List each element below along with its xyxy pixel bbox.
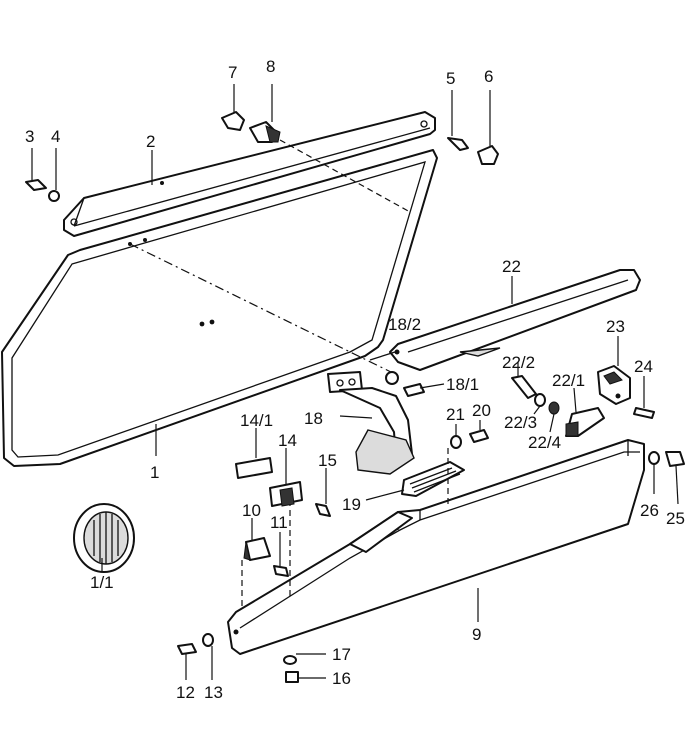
callout-19: 19: [342, 495, 361, 514]
part-8-clip: [249, 84, 281, 143]
callout-8: 8: [266, 57, 275, 76]
callout-1-1: 1/1: [90, 573, 114, 592]
callout-5: 5: [446, 69, 455, 88]
callout-22-4: 22/4: [528, 433, 561, 452]
callout-9: 9: [472, 625, 481, 644]
callout-18-1: 18/1: [446, 375, 479, 394]
callout-16: 16: [332, 669, 351, 688]
part-11-screw: [273, 532, 289, 577]
part-24-screw: [633, 376, 655, 419]
part-22-3-washer: [533, 393, 546, 415]
part-22-2-bolt: [511, 362, 537, 399]
part-6-cap: [477, 90, 499, 165]
callout-18-2: 18/2: [388, 315, 421, 334]
callout-17: 17: [332, 645, 351, 664]
leader-18: [339, 415, 373, 419]
callout-11: 11: [270, 513, 288, 532]
part-15-screw: [315, 468, 331, 517]
part-4-washer: [48, 148, 60, 202]
callout-13: 13: [204, 683, 223, 702]
centerline-panel-to-bracket: [129, 243, 396, 375]
callout-2: 2: [146, 132, 155, 151]
part-14-handle: [269, 448, 303, 507]
part-12-screw: [177, 643, 197, 680]
callout-20: 20: [472, 401, 491, 420]
callout-15: 15: [318, 451, 337, 470]
callout-22-3: 22/3: [504, 413, 537, 432]
part-14-1-plate: [235, 428, 273, 479]
dashed-line-clip: [279, 139, 411, 213]
part-16-screw: [285, 671, 326, 683]
part-22-1-block: [565, 387, 605, 437]
part-23-latch: [597, 336, 631, 405]
part-9-armrest-body: [227, 439, 645, 655]
part-21-washer: [450, 424, 462, 449]
part-25-screw: [665, 451, 685, 505]
callout-25: 25: [666, 509, 685, 528]
callout-6: 6: [484, 67, 493, 86]
callout-4: 4: [51, 127, 60, 146]
part-22-4-nut: [548, 401, 560, 433]
callout-22-2: 22/2: [502, 353, 535, 372]
callout-12: 12: [176, 683, 195, 702]
callout-14-1: 14/1: [240, 411, 273, 430]
part-18-bracket: [327, 371, 415, 475]
callout-7: 7: [228, 63, 237, 82]
part-17-washer: [283, 653, 326, 665]
part-20-screw: [469, 420, 489, 443]
part-26-washer: [648, 451, 660, 494]
callout-21: 21: [446, 405, 465, 424]
part-5-screw: [447, 90, 469, 151]
part-18-1-screw: [403, 383, 445, 397]
part-3-screw: [25, 148, 47, 191]
part-7-clip: [221, 84, 245, 131]
callout-1: 1: [150, 463, 159, 482]
part-2-upper-trim-strip: [63, 111, 436, 237]
callout-10: 10: [242, 501, 261, 520]
callout-14: 14: [278, 431, 297, 450]
part-1-door-panel: [1, 149, 438, 467]
callout-24: 24: [634, 357, 653, 376]
part-10-block: [243, 518, 271, 561]
callout-labels: 3 4 2 7 8 5 6 22 18/2 23 22/2 22/1 24 18…: [25, 57, 685, 702]
callout-18: 18: [304, 409, 323, 428]
part-13-washer: [202, 633, 214, 680]
part-1-1-speaker-grille: [73, 503, 135, 573]
part-22-armrest-cover: [389, 269, 641, 371]
callout-23: 23: [606, 317, 625, 336]
callout-26: 26: [640, 501, 659, 520]
leader-18-2: [369, 351, 396, 361]
callout-22: 22: [502, 257, 521, 276]
callout-22-1: 22/1: [552, 371, 585, 390]
callout-3: 3: [25, 127, 34, 146]
